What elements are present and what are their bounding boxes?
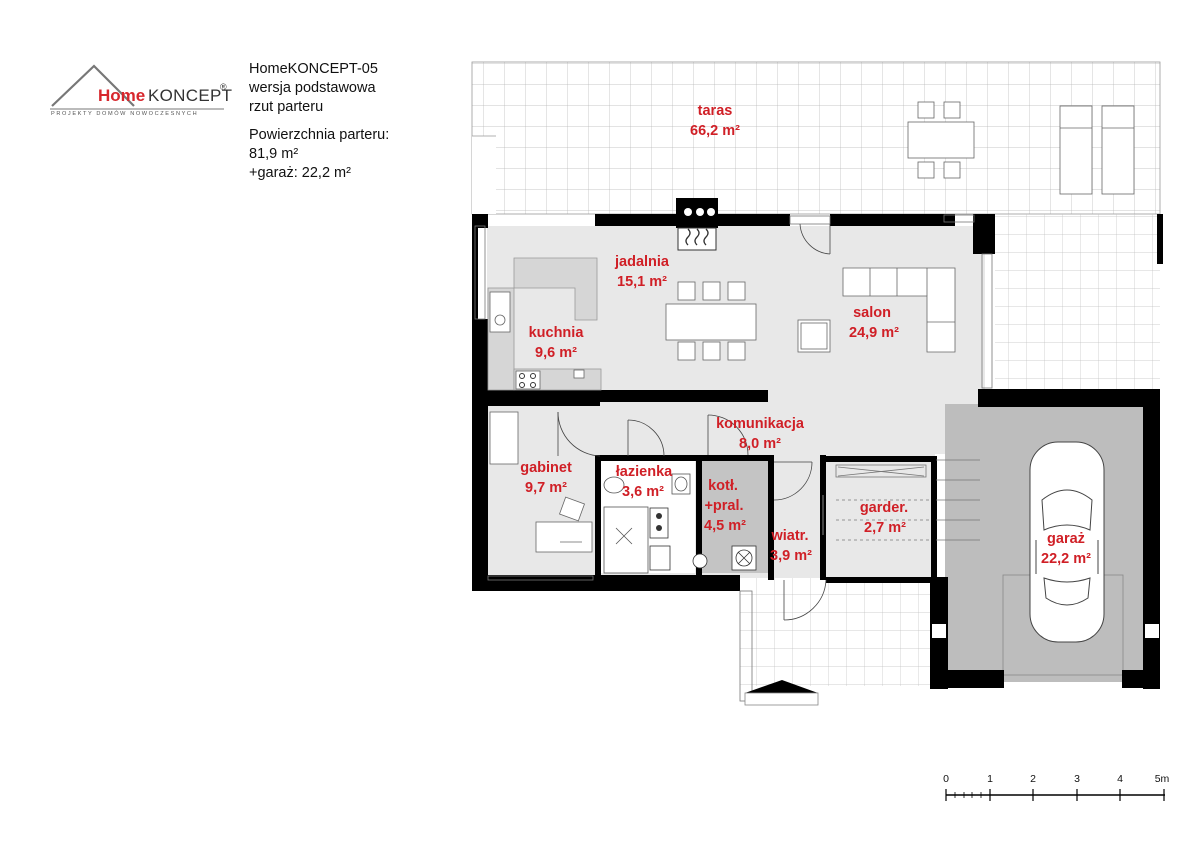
jadalnia-name: jadalnia — [614, 254, 670, 270]
kuchnia-area: 9,6 m² — [535, 345, 577, 361]
scale-bar: 0 1 2 3 4 5m — [943, 773, 1170, 801]
lazienka-area: 3,6 m² — [622, 484, 664, 500]
taras-area: 66,2 m² — [690, 123, 740, 139]
scale-tick-2: 2 — [1030, 773, 1036, 785]
entrance-paving — [740, 578, 930, 686]
toilet-icon — [674, 476, 688, 492]
logo-brand-koncept: KONCEPT — [148, 86, 233, 105]
washbasin-icon — [603, 476, 625, 494]
kotl-name2: +pral. — [704, 498, 743, 514]
logo-brand-home: Home — [98, 86, 146, 105]
sink-icon — [489, 291, 511, 333]
area-value: 81,9 m² — [249, 146, 299, 162]
garage-area: +garaż: 22,2 m² — [249, 165, 351, 181]
scale-tick-0: 0 — [943, 773, 949, 785]
gabinet-area: 9,7 m² — [525, 480, 567, 496]
kuchnia-name: kuchnia — [529, 325, 585, 341]
walls — [472, 214, 1163, 689]
project-name: HomeKONCEPT-05 — [249, 61, 378, 77]
project-version: wersja podstawowa — [249, 80, 376, 96]
gabinet-name: gabinet — [520, 460, 572, 476]
wiatr-area: 3,9 m² — [770, 548, 812, 564]
side-paving — [995, 214, 1160, 390]
komunikacja-area: 8,0 m² — [739, 436, 781, 452]
terrace-furniture — [907, 101, 1135, 195]
boiler-room-equipment — [649, 507, 757, 571]
komunikacja-name: komunikacja — [716, 416, 805, 432]
room-labels: taras 66,2 m² jadalnia 15,1 m² salon 24,… — [520, 103, 1091, 567]
armchair — [797, 319, 831, 353]
kitchen-fittings — [487, 257, 602, 391]
sofa — [842, 267, 956, 353]
wiatr-name: wiatr. — [770, 528, 808, 544]
office-furniture — [489, 411, 593, 553]
scale-tick-1: 1 — [987, 773, 993, 785]
wardrobe-and-stairs — [835, 459, 980, 541]
terrace-paving — [472, 62, 1160, 214]
logo-registered: ® — [220, 82, 227, 92]
entrance-arrow-icon — [745, 680, 818, 693]
garaz-name: garaż — [1047, 531, 1085, 547]
kotl-area: 4,5 m² — [704, 518, 746, 534]
windows — [474, 214, 993, 702]
scale-tick-4: 4 — [1117, 773, 1123, 785]
fireplace-icon — [676, 198, 718, 251]
lazienka-name: łazienka — [616, 464, 673, 480]
project-view: rzut parteru — [249, 99, 324, 115]
garder-name: garder. — [860, 500, 908, 516]
logo: Home KONCEPT ® PROJEKTY DOMÓW NOWOCZESNY… — [46, 62, 236, 132]
cooktop-icon — [515, 370, 541, 390]
kotl-name: kotł. — [708, 478, 738, 494]
area-label: Powierzchnia parteru: — [249, 127, 390, 143]
project-info: HomeKONCEPT-05 wersja podstawowa rzut pa… — [249, 60, 389, 192]
salon-name: salon — [853, 305, 891, 321]
scale-tick-3: 3 — [1074, 773, 1080, 785]
taras-name: taras — [698, 103, 733, 119]
scale-tick-5: 5m — [1155, 773, 1170, 785]
garaz-area: 22,2 m² — [1041, 551, 1091, 567]
salon-area: 24,9 m² — [849, 325, 899, 341]
dining-table — [665, 281, 757, 361]
logo-roof-icon — [50, 64, 224, 110]
jadalnia-area: 15,1 m² — [617, 274, 667, 290]
car-icon — [1029, 441, 1105, 643]
logo-tagline: PROJEKTY DOMÓW NOWOCZESNYCH — [51, 111, 199, 117]
bathroom-fixtures — [603, 473, 691, 574]
garder-area: 2,7 m² — [864, 520, 906, 536]
doors — [557, 223, 831, 621]
